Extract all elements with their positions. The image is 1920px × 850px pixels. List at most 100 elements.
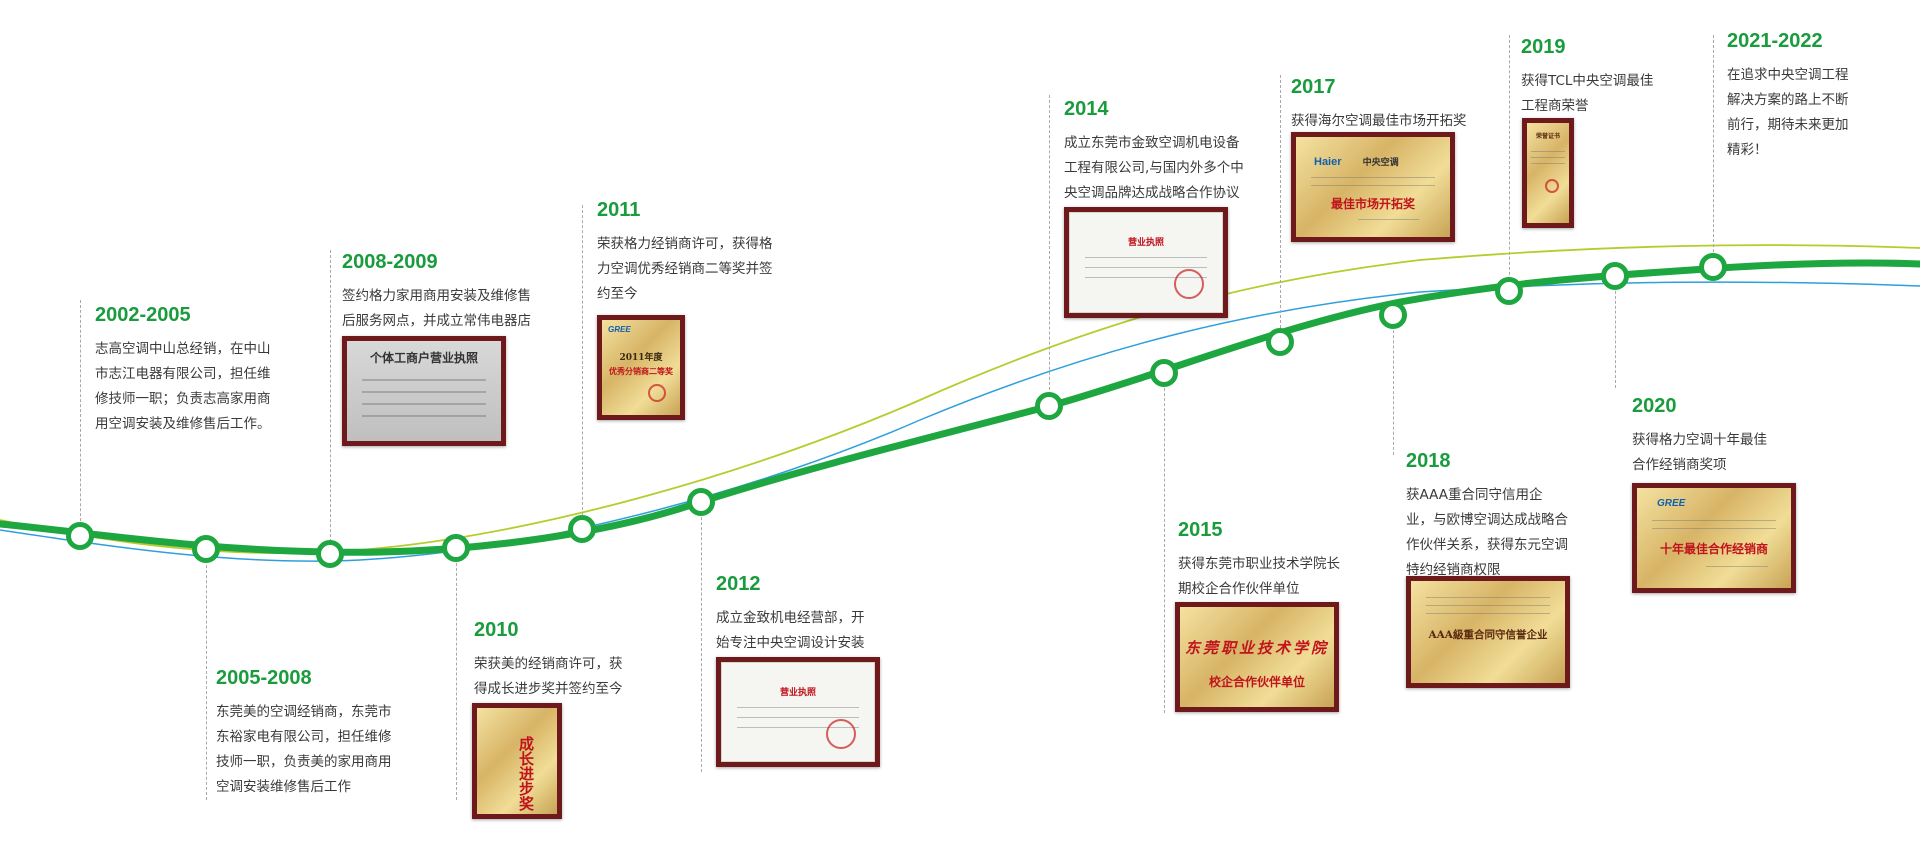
- milestone-2005-2008: 2005-2008 东莞美的空调经销商，东莞市 东裕家电有限公司，担任维修 技师…: [216, 666, 436, 800]
- desc-line: 前行，期待未来更加: [1727, 117, 1849, 133]
- desc-line: 获得格力空调十年最佳: [1632, 432, 1767, 448]
- timeline-node-2008: [316, 540, 344, 568]
- haier-logo: Haier 中央空调: [1314, 155, 1399, 168]
- desc-line: 始专注中央空调设计安装: [716, 635, 865, 651]
- milestone-2019: 2019 获得TCL中央空调最佳 工程商荣誉: [1521, 35, 1721, 119]
- milestone-description: 签约格力家用商用安装及维修售 后服务网点，并成立常伟电器店: [342, 284, 562, 334]
- milestone-description: 志高空调中山总经销，在中山 市志江电器有限公司，担任维 修技师一职；负责志高家用…: [95, 337, 315, 437]
- milestone-2002-2005: 2002-2005 志高空调中山总经销，在中山 市志江电器有限公司，担任维 修技…: [95, 303, 315, 437]
- timeline-node-2014: [1035, 392, 1063, 420]
- desc-line: 业，与欧博空调达成战略合: [1406, 512, 1568, 528]
- guide-line-2021: [1713, 35, 1714, 267]
- desc-line: 技师一职，负责美的家用商用: [216, 754, 392, 770]
- guide-line-2014: [1049, 95, 1050, 405]
- timeline-node-2002: [66, 522, 94, 550]
- timeline-node-2020: [1601, 262, 1629, 290]
- milestone-year: 2020: [1632, 395, 1677, 417]
- milestone-year: 2005-2008: [216, 667, 312, 689]
- milestone-year: 2014: [1064, 98, 1109, 120]
- desc-line: 签约格力家用商用安装及维修售: [342, 288, 531, 304]
- certificate-subtitle: 校企合作伙伴单位: [1208, 675, 1305, 689]
- certificate-2010-growth-award: 成长进步奖: [472, 703, 562, 819]
- guide-line-2008: [330, 250, 331, 552]
- certificate-title: 最佳市场开拓奖: [1330, 197, 1415, 211]
- certificate-title: 2011年度: [619, 353, 663, 363]
- milestone-2008-2009: 2008-2009 签约格力家用商用安装及维修售 后服务网点，并成立常伟电器店: [342, 250, 562, 334]
- milestone-year: 2011: [597, 199, 641, 221]
- milestone-2012: 2012 成立金致机电经营部，开 始专注中央空调设计安装: [716, 572, 936, 656]
- desc-line: 央空调品牌达成战略合作协议: [1064, 185, 1240, 201]
- timeline-node-2018: [1379, 301, 1407, 329]
- milestone-2014: 2014 成立东莞市金致空调机电设备 工程有限公司,与国内外多个中 央空调品牌达…: [1064, 97, 1284, 206]
- milestone-description: 获得格力空调十年最佳 合作经销商奖项: [1632, 428, 1852, 478]
- timeline-node-2005: [192, 535, 220, 563]
- desc-line: 荣获美的经销商许可，获: [474, 656, 623, 672]
- desc-line: 合作经销商奖项: [1632, 457, 1727, 473]
- gree-logo: GREE: [608, 325, 631, 334]
- certificate-title: 东莞职业技术学院: [1184, 639, 1329, 657]
- desc-line: 工程商荣誉: [1521, 98, 1589, 114]
- milestone-description: 在追求中央空调工程 解决方案的路上不断 前行，期待未来更加 精彩！: [1727, 63, 1917, 163]
- guide-line-2010: [456, 548, 457, 800]
- timeline-blue-curve: [0, 281, 1920, 562]
- haier-brand: Haier: [1314, 156, 1342, 168]
- desc-line: 工程有限公司,与国内外多个中: [1064, 160, 1244, 176]
- guide-line-2012: [701, 502, 702, 772]
- timeline-node-2010: [442, 534, 470, 562]
- desc-line: 空调安装维修售后工作: [216, 779, 351, 795]
- milestone-description: 成立金致机电经营部，开 始专注中央空调设计安装: [716, 606, 936, 656]
- gree-logo: GREE: [1657, 498, 1686, 509]
- certificate-subtitle: 优秀分销商二等奖: [609, 366, 673, 376]
- certificate-2019-tcl-honor: 荣誉证书: [1522, 118, 1574, 228]
- milestone-description: 获得东莞市职业技术学院长 期校企合作伙伴单位: [1178, 552, 1398, 602]
- desc-line: 精彩！: [1727, 142, 1768, 158]
- milestone-description: 获AAA重合同守信用企 业，与欧博空调达成战略合 作伙伴关系，获得东元空调 特约…: [1406, 483, 1626, 583]
- certificate-2020-gree-ten-year: GREE 十年最佳合作经销商: [1632, 483, 1796, 593]
- certificate-title: 十年最佳合作经销商: [1659, 542, 1768, 556]
- timeline-node-2011: [568, 515, 596, 543]
- milestone-2015: 2015 获得东莞市职业技术学院长 期校企合作伙伴单位: [1178, 518, 1398, 602]
- milestone-2017: 2017 获得海尔空调最佳市场开拓奖: [1291, 75, 1511, 134]
- guide-line-2015: [1164, 373, 1165, 713]
- desc-line: 力空调优秀经销商二等奖并签: [597, 261, 773, 277]
- desc-line: 在追求中央空调工程: [1727, 67, 1849, 83]
- milestone-year: 2019: [1521, 36, 1566, 58]
- certificate-title: 营业执照: [779, 688, 816, 698]
- certificate-2014-business-license: 营业执照: [1064, 207, 1228, 318]
- desc-line: 获AAA重合同守信用企: [1406, 487, 1543, 503]
- desc-line: 志高空调中山总经销，在中山: [95, 341, 271, 357]
- guide-line-2020: [1615, 276, 1616, 388]
- milestone-year: 2002-2005: [95, 304, 191, 326]
- certificate-2012-business-license: 营业执照: [716, 657, 880, 767]
- desc-line: 后服务网点，并成立常伟电器店: [342, 313, 531, 329]
- certificate-2018-aaa-credit: AAA級重合同守信誉企业: [1406, 576, 1570, 688]
- certificate-title: 个体工商户营业执照: [369, 351, 478, 365]
- milestone-2010: 2010 荣获美的经销商许可，获 得成长进步奖并签约至今: [474, 618, 674, 702]
- guide-line-2011: [582, 205, 583, 530]
- milestone-description: 荣获美的经销商许可，获 得成长进步奖并签约至今: [474, 652, 674, 702]
- desc-line: 获得海尔空调最佳市场开拓奖: [1291, 113, 1467, 129]
- certificate-title: 成长进步奖: [517, 736, 535, 811]
- timeline-node-2021: [1699, 253, 1727, 281]
- desc-line: 成立东莞市金致空调机电设备: [1064, 135, 1240, 151]
- desc-line: 解决方案的路上不断: [1727, 92, 1849, 108]
- guide-line-2002: [80, 300, 81, 536]
- timeline-node-2015: [1150, 359, 1178, 387]
- guide-line-2019: [1509, 35, 1510, 290]
- desc-line: 成立金致机电经营部，开: [716, 610, 865, 626]
- milestone-description: 荣获格力经销商许可，获得格 力空调优秀经销商二等奖并签 约至今: [597, 232, 817, 307]
- certificate-title: AAA級重合同守信誉企业: [1428, 629, 1548, 641]
- milestone-2018: 2018 获AAA重合同守信用企 业，与欧博空调达成战略合 作伙伴关系，获得东元…: [1406, 449, 1626, 583]
- desc-line: 东裕家电有限公司，担任维修: [216, 729, 392, 745]
- certificate-2011-gree-award: GREE 2011年度 优秀分销商二等奖: [597, 315, 685, 420]
- certificate-2008-business-license: 个体工商户营业执照: [342, 336, 506, 446]
- desc-line: 期校企合作伙伴单位: [1178, 581, 1300, 597]
- milestone-2021-2022: 2021-2022 在追求中央空调工程 解决方案的路上不断 前行，期待未来更加 …: [1727, 29, 1917, 163]
- desc-line: 特约经销商权限: [1406, 562, 1501, 578]
- desc-line: 荣获格力经销商许可，获得格: [597, 236, 773, 252]
- timeline-node-2012: [687, 488, 715, 516]
- desc-line: 用空调安装及维修售后工作。: [95, 416, 271, 432]
- desc-line: 获得TCL中央空调最佳: [1521, 73, 1654, 89]
- certificate-title: 荣誉证书: [1535, 133, 1560, 140]
- desc-line: 约至今: [597, 286, 638, 302]
